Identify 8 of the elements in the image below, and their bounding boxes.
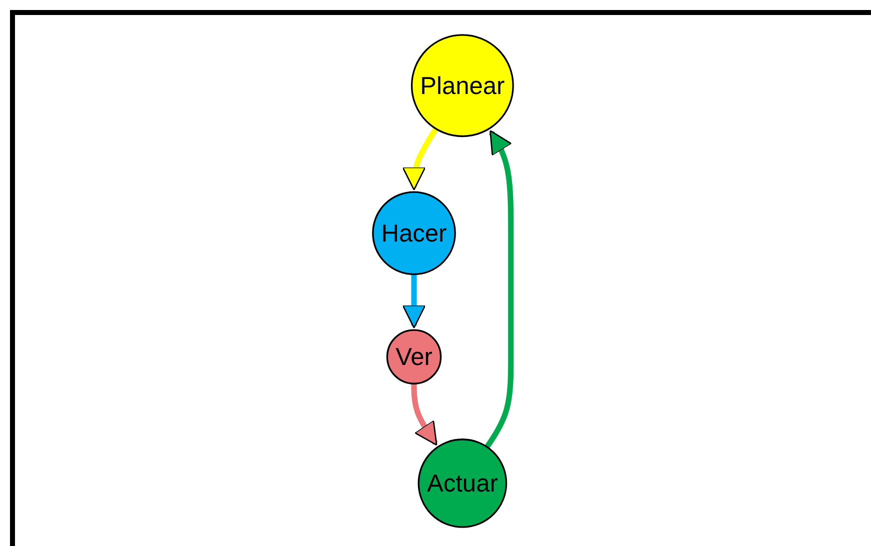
node-circle: Actuar — [418, 438, 508, 528]
arrow — [484, 129, 514, 448]
node-circle: Hacer — [372, 190, 456, 275]
arrow — [402, 126, 438, 190]
node-circle: Planear — [410, 34, 514, 137]
arrow — [411, 383, 438, 446]
node-circle: Ver — [386, 328, 442, 384]
arrow — [402, 274, 426, 328]
